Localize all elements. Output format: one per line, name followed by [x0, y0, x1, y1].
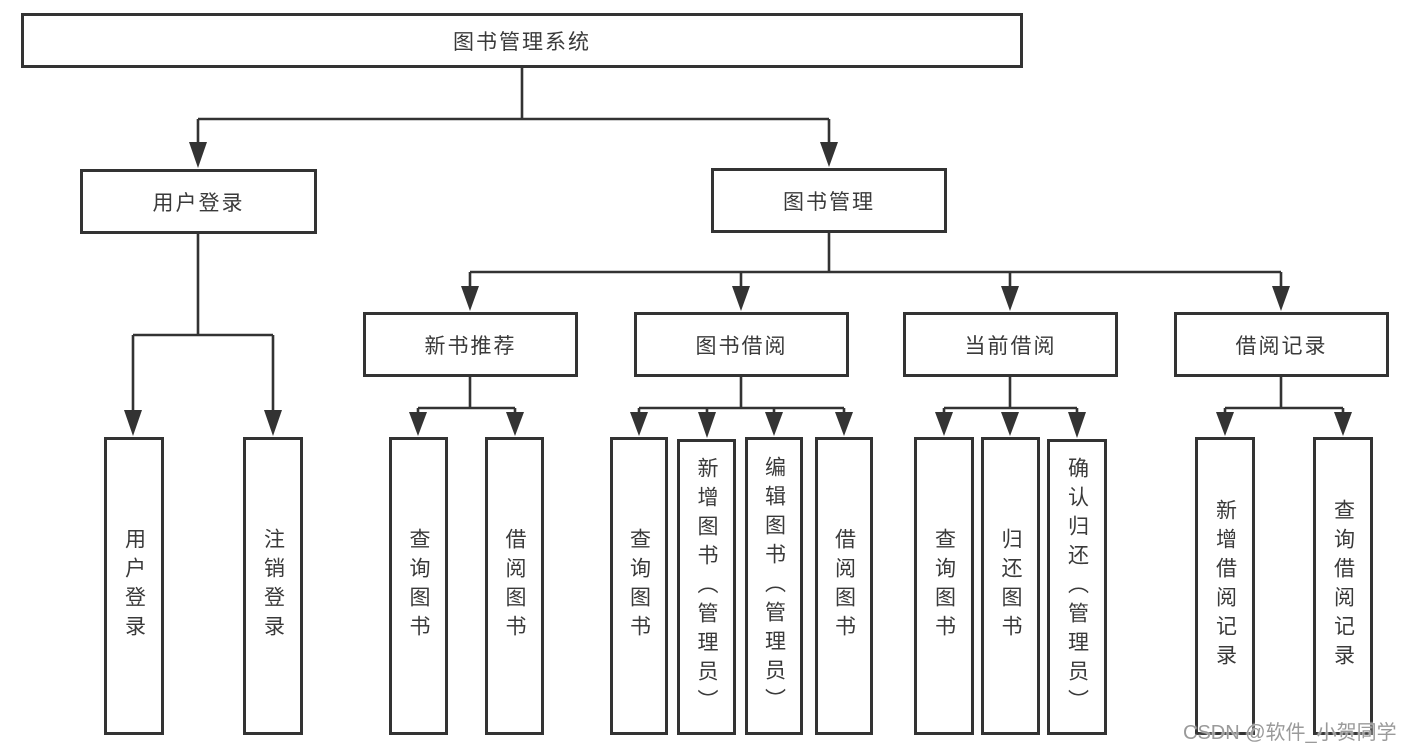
connector-bookmgmt-to-level3 [461, 233, 1290, 311]
node-label: 借阅图书 [832, 528, 856, 644]
node-label: 当前借阅 [964, 334, 1057, 358]
node-current-borrowing: 当前借阅 [903, 312, 1118, 377]
node-library-management-system: 图书管理系统 [21, 13, 1023, 68]
node-label: 查询借阅记录 [1331, 499, 1355, 673]
node-query-books-recommend: 查询图书 [389, 437, 448, 735]
node-borrow-books-recommend: 借阅图书 [485, 437, 544, 735]
node-label: 借阅记录 [1235, 334, 1328, 358]
node-edit-book-admin: 编辑图书（管理员） [745, 437, 803, 735]
node-query-books-borrowing: 查询图书 [610, 437, 668, 735]
node-confirm-return-admin: 确认归还（管理员） [1047, 439, 1107, 735]
node-label: 图书管理 [783, 190, 875, 214]
node-add-borrow-record: 新增借阅记录 [1195, 437, 1255, 735]
node-label: 查询图书 [407, 528, 430, 644]
node-label: 查询图书 [932, 528, 956, 644]
connector-root-to-level2 [189, 68, 838, 168]
connector-borrowing-to-children [630, 377, 853, 438]
node-label: 图书借阅 [695, 334, 788, 358]
node-borrow-books-leaf: 借阅图书 [815, 437, 873, 735]
connector-newbook-to-children [409, 377, 524, 436]
node-label: 确认归还（管理员） [1065, 456, 1089, 718]
node-label: 编辑图书（管理员） [762, 455, 786, 717]
node-return-books: 归还图书 [981, 437, 1040, 735]
node-label: 注销登录 [261, 528, 285, 644]
node-user-login: 用户登录 [80, 169, 317, 234]
node-label: 用户登录 [152, 191, 245, 215]
node-label: 新书推荐 [424, 334, 517, 358]
node-logout: 注销登录 [243, 437, 303, 735]
node-label: 借阅图书 [503, 528, 526, 644]
csdn-watermark: CSDN @软件_小贺同学 [1183, 722, 1397, 744]
node-label: 图书管理系统 [453, 30, 591, 54]
connector-current-to-children [935, 377, 1086, 438]
node-add-book-admin: 新增图书（管理员） [677, 439, 736, 735]
node-label: 新增借阅记录 [1213, 499, 1237, 673]
node-label: 新增图书（管理员） [695, 456, 718, 718]
connector-records-to-children [1216, 377, 1352, 436]
node-book-management: 图书管理 [711, 168, 947, 233]
node-borrowing-records: 借阅记录 [1174, 312, 1389, 377]
node-new-book-recommend: 新书推荐 [363, 312, 578, 377]
node-label: 归还图书 [999, 528, 1022, 644]
node-query-books-current: 查询图书 [914, 437, 974, 735]
node-label: 用户登录 [122, 528, 146, 644]
node-query-borrow-record: 查询借阅记录 [1313, 437, 1373, 735]
connector-userlogin-to-children [124, 234, 282, 436]
node-user-login-leaf: 用户登录 [104, 437, 164, 735]
node-label: 查询图书 [627, 528, 651, 644]
node-book-borrowing: 图书借阅 [634, 312, 849, 377]
